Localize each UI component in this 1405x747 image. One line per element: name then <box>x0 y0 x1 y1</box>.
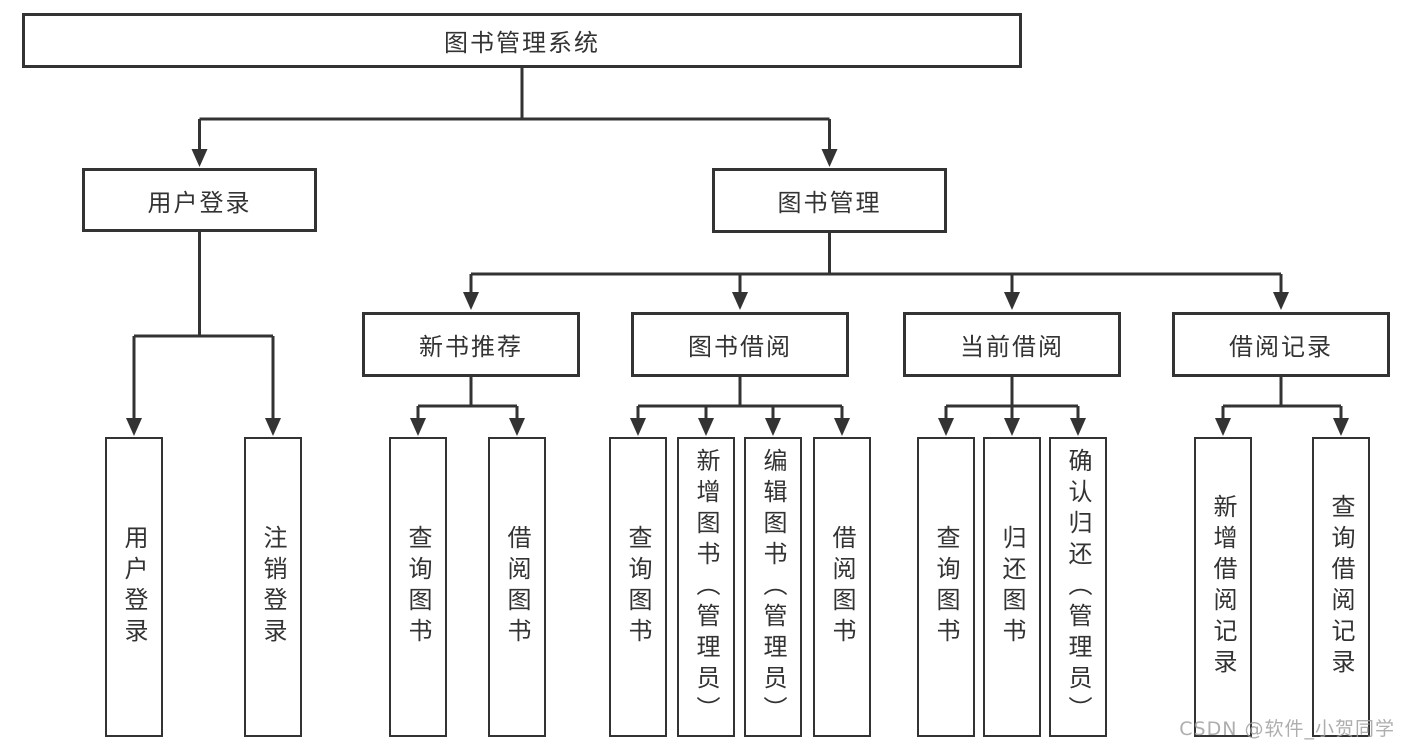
arrowhead-icons <box>126 149 1349 436</box>
watermark-text: CSDN @软件_小贺同学 <box>1179 718 1395 740</box>
node-user-login-branch: 用户登录 <box>82 168 317 232</box>
node-book-management-branch: 图书管理 <box>712 168 947 233</box>
node-login-logout: 注销登录 <box>244 437 302 737</box>
node-recommend-query-books: 查询图书 <box>389 437 447 737</box>
node-current-borrow: 当前借阅 <box>903 312 1121 377</box>
node-borrow-query-books: 查询图书 <box>609 437 667 737</box>
node-borrow-records: 借阅记录 <box>1172 312 1390 377</box>
node-current-confirm-return-admin: 确认归还（管理员） <box>1049 437 1107 737</box>
node-records-query-record: 查询借阅记录 <box>1312 437 1370 737</box>
node-login-user-login: 用户登录 <box>105 437 163 737</box>
node-root: 图书管理系统 <box>22 13 1022 68</box>
node-book-borrow: 图书借阅 <box>631 312 849 377</box>
node-borrow-edit-books-admin: 编辑图书（管理员） <box>744 437 802 737</box>
node-recommend-borrow-books: 借阅图书 <box>488 437 546 737</box>
node-current-query-books: 查询图书 <box>917 437 975 737</box>
node-current-return-books: 归还图书 <box>983 437 1041 737</box>
node-borrow-add-books-admin: 新增图书（管理员） <box>677 437 735 737</box>
node-new-book-recommend: 新书推荐 <box>362 312 580 377</box>
node-records-add-record: 新增借阅记录 <box>1194 437 1252 737</box>
node-borrow-borrow-books: 借阅图书 <box>813 437 871 737</box>
